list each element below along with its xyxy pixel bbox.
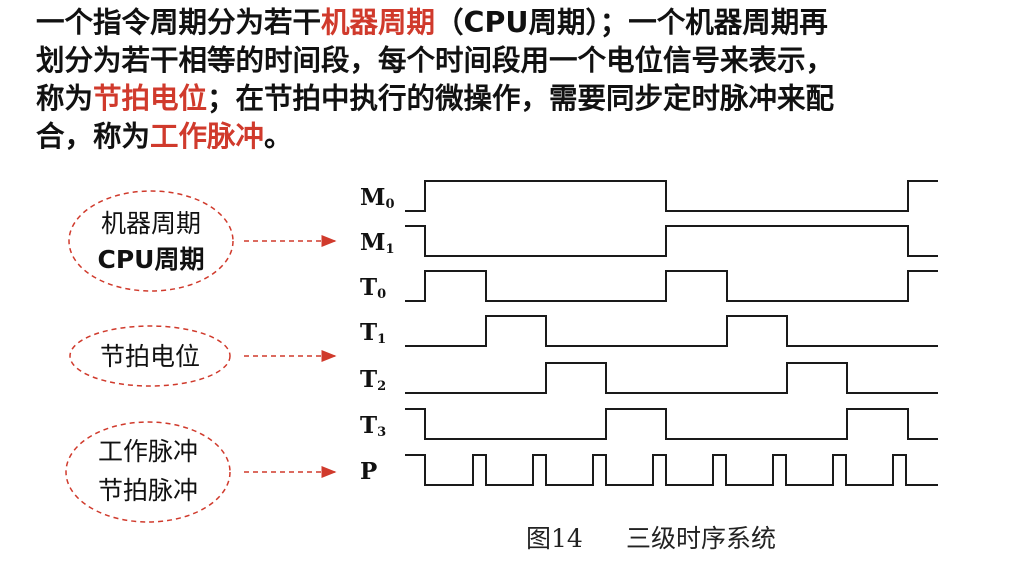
callout-label-beat-pulse: 节拍脉冲 <box>98 476 198 505</box>
waveforms <box>405 180 938 486</box>
callout-ellipse-work-pulse <box>65 421 231 523</box>
signal-label-m1: M1 <box>360 229 395 257</box>
signal-label-t3: T3 <box>360 412 386 440</box>
figure-caption-title: 三级时序系统 <box>626 524 776 553</box>
callout-label-work-pulse: 工作脉冲 <box>98 437 198 466</box>
highlight-machine-cycle: 机器周期 <box>321 6 436 39</box>
figure-caption-number: 图14 <box>526 524 583 553</box>
text-segment: 一个指令周期分为若干 <box>36 6 322 39</box>
waveform-t2 <box>405 362 938 394</box>
callout-ellipse-beat-potential <box>69 325 231 387</box>
text-segment: （CPU周期）；一个机器周期再 <box>435 6 828 39</box>
callout-label-cpu-cycle: CPU周期 <box>98 245 205 274</box>
paragraph-line-4: 合，称为工作脉冲。 <box>36 118 996 156</box>
waveform-p <box>405 454 938 486</box>
signal-label-m0: M0 <box>360 184 395 212</box>
callout-ellipse-machine-cycle <box>68 190 234 292</box>
text-segment: 合，称为 <box>36 120 151 153</box>
signal-label-p: P <box>360 458 377 485</box>
paragraph-line-1: 一个指令周期分为若干机器周期（CPU周期）；一个机器周期再 <box>36 4 996 42</box>
highlight-work-pulse: 工作脉冲 <box>150 120 265 153</box>
highlight-beat-potential: 节拍电位 <box>93 82 208 115</box>
callout-label-beat-potential: 节拍电位 <box>100 342 200 371</box>
waveform-m0 <box>405 180 938 212</box>
waveform-t3 <box>405 408 938 440</box>
signal-label-t2: T2 <box>360 366 386 394</box>
text-segment: ；在节拍中执行的微操作，需要同步定时脉冲来配 <box>207 82 835 115</box>
callout-label-machine-cycle: 机器周期 <box>101 209 201 238</box>
waveform-m1 <box>405 225 938 257</box>
signal-label-t1: T1 <box>360 319 386 347</box>
text-segment: 称为 <box>36 82 94 115</box>
text-segment: 。 <box>264 120 293 153</box>
paragraph-line-2: 划分为若干相等的时间段，每个时间段用一个电位信号来表示， <box>36 42 996 80</box>
intro-paragraph: 一个指令周期分为若干机器周期（CPU周期）；一个机器周期再 划分为若干相等的时间… <box>36 4 996 156</box>
signal-label-t0: T0 <box>360 274 386 302</box>
paragraph-line-3: 称为节拍电位；在节拍中执行的微操作，需要同步定时脉冲来配 <box>36 80 996 118</box>
waveform-t0 <box>405 270 938 302</box>
waveform-t1 <box>405 315 938 347</box>
text-segment: 划分为若干相等的时间段，每个时间段用一个电位信号来表示， <box>36 44 835 77</box>
